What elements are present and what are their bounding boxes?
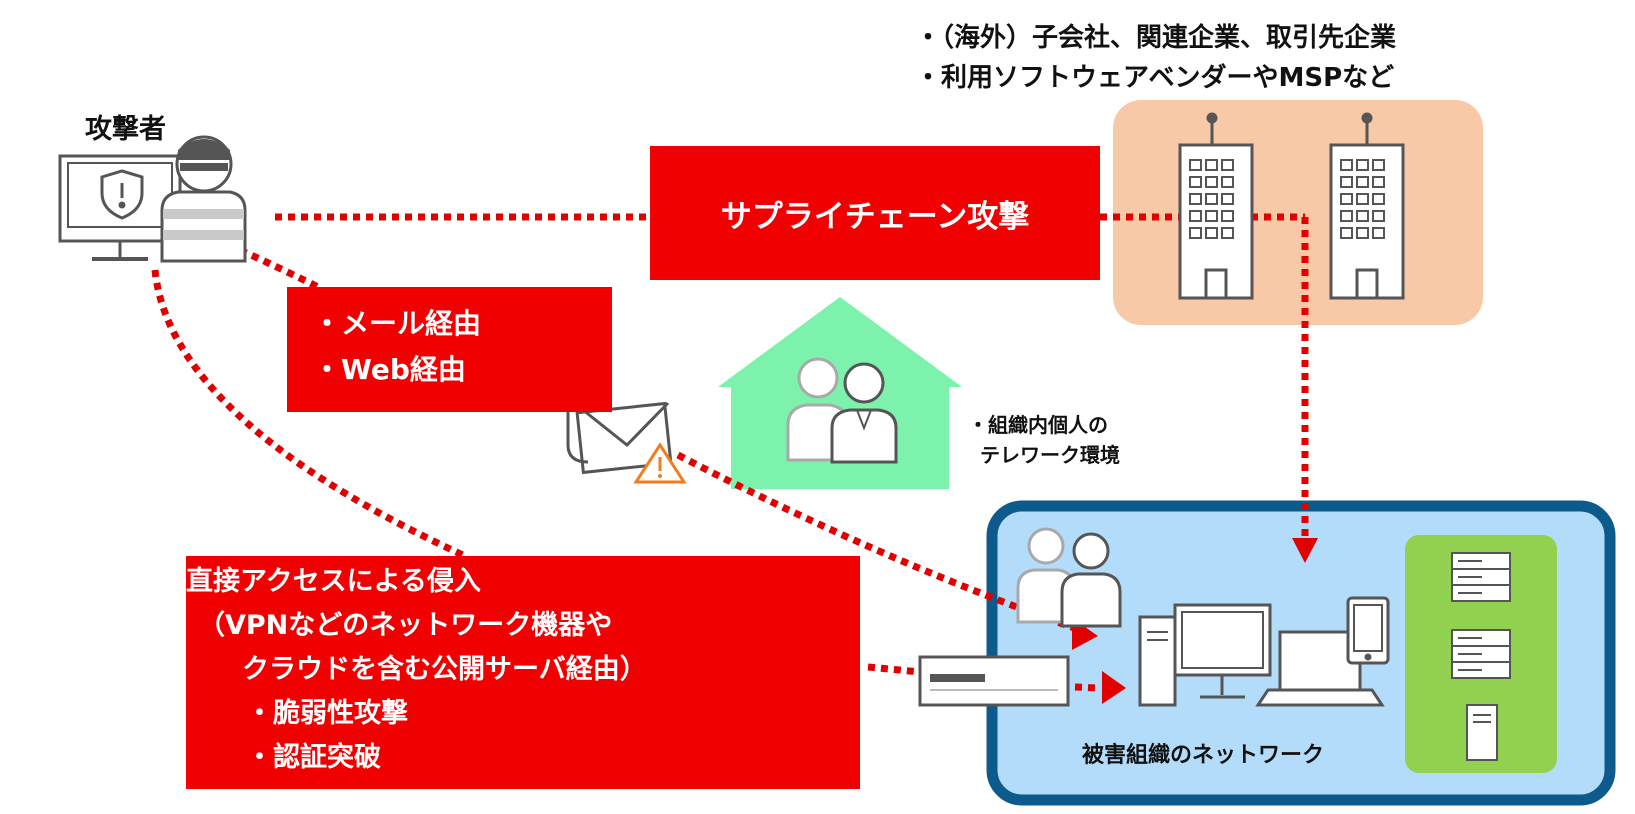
telework-line: テレワーク環境 xyxy=(980,443,1120,467)
tablet-icon xyxy=(1346,596,1390,665)
supply-chain-targets: ・（海外）子会社、関連企業、取引先企業 ・利用ソフトウェアベンダーやMSPなど xyxy=(915,18,1396,98)
laptop-icon xyxy=(1255,630,1385,707)
direct-access-line: クラウドを含む公開サーバ経由） xyxy=(242,654,647,685)
partner-companies-area xyxy=(1113,100,1483,325)
telework-label: ・組織内個人の テレワーク環境 xyxy=(968,410,1120,470)
direct-access-line: （VPNなどのネットワーク機器や xyxy=(198,610,613,641)
direct-access-line: ・脆弱性攻撃 xyxy=(246,698,408,729)
desktop-pc-icon xyxy=(1138,603,1272,707)
server-icon xyxy=(1451,629,1511,679)
phishing-email-icon xyxy=(560,388,687,484)
mail-web-line: ・Web経由 xyxy=(313,353,466,386)
direct-access-line: 直接アクセスによる侵入 xyxy=(186,566,481,597)
partner-building-icon xyxy=(1178,112,1254,300)
mail-web-box: ・メール経由 ・Web経由 xyxy=(287,287,612,412)
tower-server-icon xyxy=(1466,704,1498,761)
mail-web-line: ・メール経由 xyxy=(313,307,482,340)
supply-chain-attack-label: サプライチェーン攻撃 xyxy=(720,198,1030,235)
supply-chain-attack-box: サプライチェーン攻撃 xyxy=(650,146,1100,280)
vpn-appliance-icon xyxy=(918,655,1070,707)
partner-building-icon xyxy=(1329,112,1405,300)
telework-users-icon xyxy=(786,357,898,464)
supply-chain-target: ・利用ソフトウェアベンダーやMSPなど xyxy=(915,63,1395,93)
supply-chain-target: ・（海外）子会社、関連企業、取引先企業 xyxy=(915,23,1397,53)
server-icon xyxy=(1451,552,1511,602)
home-telework-icon xyxy=(718,297,962,489)
attacker-person-icon xyxy=(160,135,247,263)
attacker-label: 攻撃者 xyxy=(85,114,166,145)
telework-line: ・組織内個人の xyxy=(968,413,1108,437)
victim-network-label: 被害組織のネットワーク xyxy=(1082,743,1325,768)
direct-access-box: 直接アクセスによる侵入 （VPNなどのネットワーク機器や クラウドを含む公開サー… xyxy=(186,556,860,789)
victim-users-icon xyxy=(1016,527,1122,628)
direct-access-line: ・認証突破 xyxy=(246,742,381,773)
